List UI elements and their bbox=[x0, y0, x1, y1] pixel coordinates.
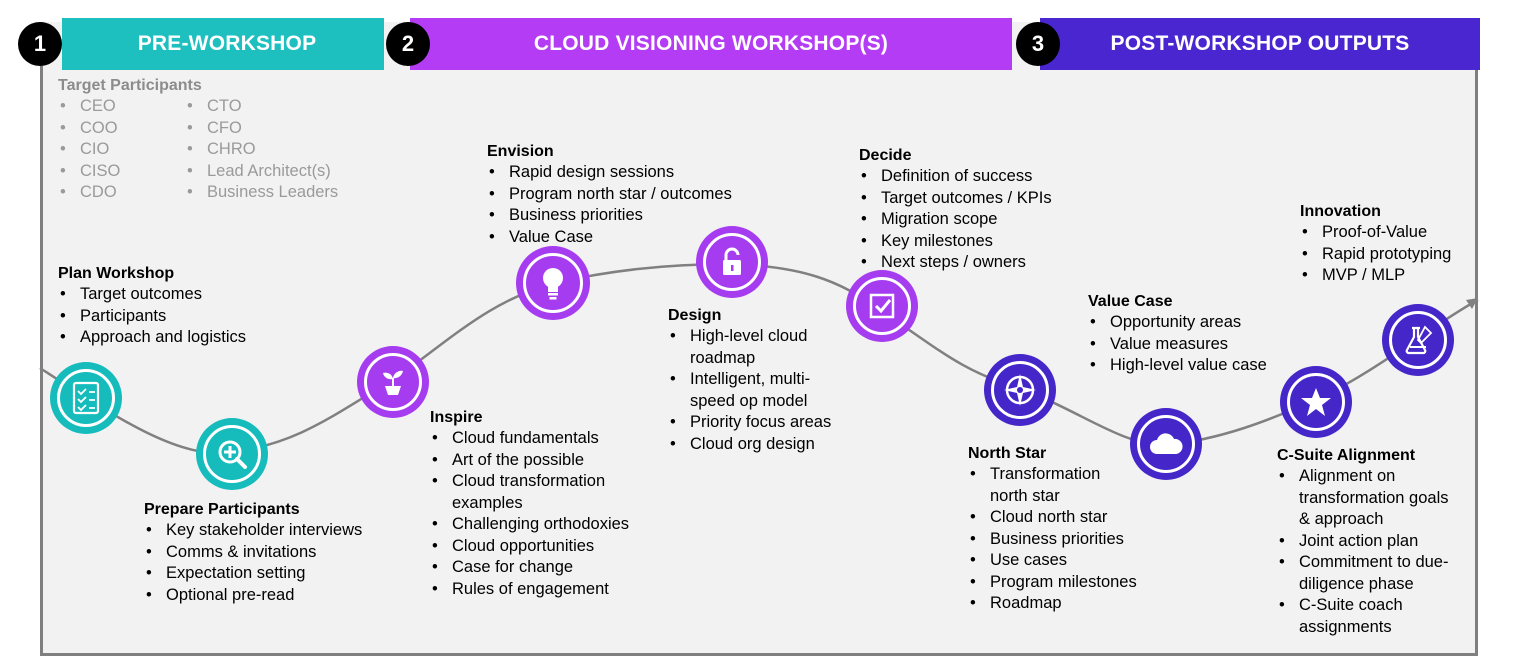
target-participants: Target Participants CEO COO CIO CISO CDO… bbox=[58, 76, 338, 204]
step-design: Design High-level cloud roadmap Intellig… bbox=[668, 306, 858, 455]
step-item: Art of the possible bbox=[430, 450, 670, 472]
step-item: Comms & invitations bbox=[144, 542, 362, 564]
step-title: Inspire bbox=[430, 409, 483, 426]
step-item: Proof-of-Value bbox=[1300, 222, 1451, 244]
phase-3-number: 3 bbox=[1016, 22, 1060, 66]
step-item: Value measures bbox=[1088, 334, 1267, 356]
step-value-case: Value Case Opportunity areas Value measu… bbox=[1088, 292, 1267, 377]
phase-2-number: 2 bbox=[386, 22, 430, 66]
step-item: Use cases bbox=[968, 550, 1158, 572]
participant: Business Leaders bbox=[185, 182, 338, 204]
participants-title: Target Participants bbox=[58, 77, 202, 94]
step-item: Business priorities bbox=[487, 205, 732, 227]
step-title: C-Suite Alignment bbox=[1277, 447, 1416, 464]
step-item: Opportunity areas bbox=[1088, 312, 1267, 334]
step-north-star: North Star Transformation north star Clo… bbox=[968, 444, 1158, 615]
step-item: Cloud fundamentals bbox=[430, 428, 670, 450]
step-item: Business priorities bbox=[968, 529, 1158, 551]
magnifier-icon bbox=[196, 418, 268, 490]
step-item: Joint action plan bbox=[1277, 531, 1477, 553]
step-title: North Star bbox=[968, 445, 1047, 462]
phase-3-label: POST-WORKSHOP OUTPUTS bbox=[1110, 32, 1410, 55]
step-item: Transformation north star bbox=[968, 464, 1130, 507]
step-title: Plan Workshop bbox=[58, 265, 175, 282]
step-item: Roadmap bbox=[968, 593, 1158, 615]
phase-3-band: POST-WORKSHOP OUTPUTS bbox=[1040, 18, 1480, 70]
step-item: Priority focus areas bbox=[668, 412, 858, 434]
sprout-icon bbox=[357, 346, 429, 418]
step-decide: Decide Definition of success Target outc… bbox=[859, 146, 1052, 274]
participant: CHRO bbox=[185, 139, 338, 161]
step-item: Target outcomes / KPIs bbox=[859, 188, 1052, 210]
step-envision: Envision Rapid design sessions Program n… bbox=[487, 142, 732, 248]
checkbox-icon bbox=[846, 270, 918, 342]
step-item: Commitment to due-diligence phase bbox=[1277, 552, 1479, 595]
step-item: Program north star / outcomes bbox=[487, 184, 732, 206]
step-item: Alignment on transformation goals & appr… bbox=[1277, 466, 1449, 531]
step-item: Value Case bbox=[487, 227, 732, 249]
step-item: Rules of engagement bbox=[430, 579, 670, 601]
step-item: Expectation setting bbox=[144, 563, 362, 585]
checklist-icon bbox=[50, 362, 122, 434]
step-item: Intelligent, multi-speed op model bbox=[668, 369, 840, 412]
step-item: Key milestones bbox=[859, 231, 1052, 253]
unlock-icon bbox=[696, 226, 768, 298]
step-item: Optional pre-read bbox=[144, 585, 362, 607]
phase-1-band: PRE-WORKSHOP bbox=[62, 18, 384, 70]
step-item: MVP / MLP bbox=[1300, 265, 1451, 287]
step-item: Cloud opportunities bbox=[430, 536, 670, 558]
compass-icon bbox=[984, 354, 1056, 426]
step-item: Approach and logistics bbox=[58, 327, 246, 349]
step-item: Migration scope bbox=[859, 209, 1052, 231]
step-inspire: Inspire Cloud fundamentals Art of the po… bbox=[430, 408, 670, 600]
step-title: Prepare Participants bbox=[144, 501, 300, 518]
step-item: Case for change bbox=[430, 557, 670, 579]
step-title: Envision bbox=[487, 143, 554, 160]
step-title: Design bbox=[668, 307, 722, 324]
step-item: Challenging orthodoxies bbox=[430, 514, 670, 536]
step-csuite-alignment: C-Suite Alignment Alignment on transform… bbox=[1277, 446, 1477, 638]
step-item: Cloud north star bbox=[968, 507, 1158, 529]
step-prepare-participants: Prepare Participants Key stakeholder int… bbox=[144, 500, 362, 606]
step-item: Cloud transformation examples bbox=[430, 471, 642, 514]
step-item: C-Suite coach assignments bbox=[1277, 595, 1449, 638]
step-item: High-level cloud roadmap bbox=[668, 326, 840, 369]
participant: CEO bbox=[58, 96, 185, 118]
step-item: Rapid prototyping bbox=[1300, 244, 1451, 266]
step-item: Program milestones bbox=[968, 572, 1158, 594]
step-item: Key stakeholder interviews bbox=[144, 520, 362, 542]
lightbulb-icon bbox=[516, 246, 590, 320]
step-item: Cloud org design bbox=[668, 434, 858, 456]
participant: CDO bbox=[58, 182, 185, 204]
step-item: Participants bbox=[58, 306, 246, 328]
step-title: Innovation bbox=[1300, 203, 1381, 220]
step-title: Value Case bbox=[1088, 293, 1173, 310]
step-item: Target outcomes bbox=[58, 284, 246, 306]
participant: CIO bbox=[58, 139, 185, 161]
participant: CISO bbox=[58, 161, 185, 183]
star-icon bbox=[1280, 366, 1352, 438]
step-title: Decide bbox=[859, 147, 912, 164]
step-plan-workshop: Plan Workshop Target outcomes Participan… bbox=[58, 264, 246, 349]
flask-icon bbox=[1382, 304, 1454, 376]
participant: COO bbox=[58, 118, 185, 140]
phase-1-label: PRE-WORKSHOP bbox=[137, 32, 317, 55]
participant: Lead Architect(s) bbox=[185, 161, 338, 183]
participant: CFO bbox=[185, 118, 338, 140]
step-item: Next steps / owners bbox=[859, 252, 1052, 274]
step-item: High-level value case bbox=[1088, 355, 1267, 377]
phase-2-band: CLOUD VISIONING WORKSHOP(S) bbox=[410, 18, 1012, 70]
phase-1-number: 1 bbox=[18, 22, 62, 66]
step-item: Definition of success bbox=[859, 166, 1052, 188]
step-innovation: Innovation Proof-of-Value Rapid prototyp… bbox=[1300, 202, 1451, 287]
phase-2-label: CLOUD VISIONING WORKSHOP(S) bbox=[533, 32, 889, 55]
step-item: Rapid design sessions bbox=[487, 162, 732, 184]
cloud-icon bbox=[1130, 408, 1202, 480]
participant: CTO bbox=[185, 96, 338, 118]
